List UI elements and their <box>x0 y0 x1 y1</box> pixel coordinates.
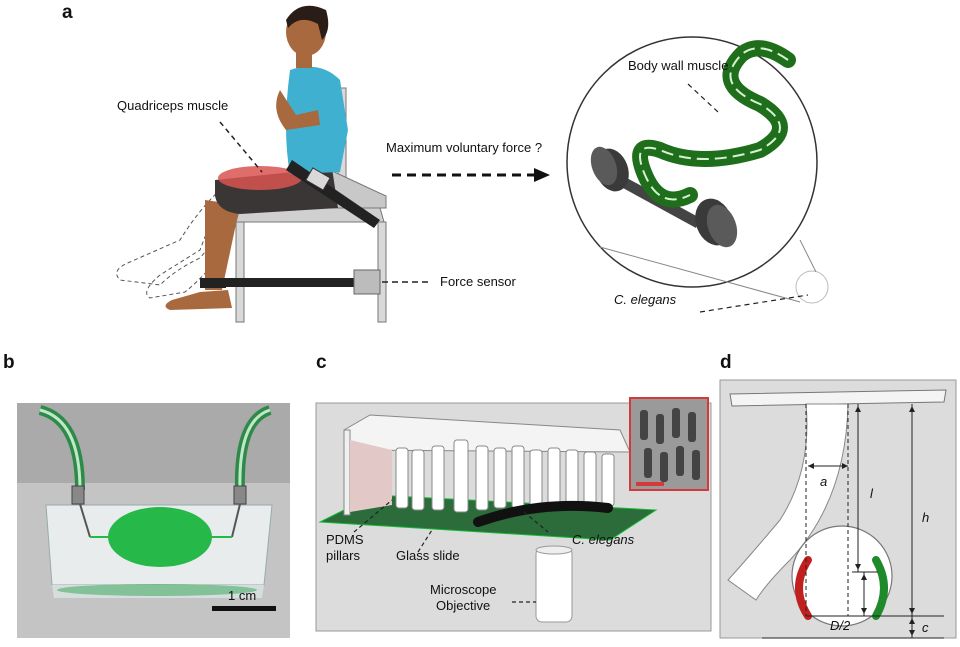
label-c-elegans-a: C. elegans <box>614 292 677 307</box>
force-sensor-box <box>353 269 381 295</box>
label-scale-1cm: 1 cm <box>228 588 257 603</box>
panel-letter-c: c <box>316 352 327 373</box>
label-a: a <box>820 474 828 489</box>
panel-letter-d: d <box>720 352 732 373</box>
label-quadriceps: Quadriceps muscle <box>117 98 229 113</box>
worm-cross-section <box>791 525 893 627</box>
label-l: l <box>870 486 873 501</box>
quadriceps-muscle <box>218 166 302 190</box>
dashed-leg-outline <box>116 179 241 299</box>
label-c-elegans-c: C. elegans <box>572 532 635 547</box>
seated-person <box>165 5 380 310</box>
label-microscope-1: Microscope <box>430 582 497 597</box>
worm-c <box>473 500 613 527</box>
scale-bar-b <box>212 606 276 611</box>
panel-letter-a: a <box>62 2 73 23</box>
label-pdms-1: PDMS <box>326 532 364 547</box>
label-body-wall: Body wall muscle <box>628 58 729 73</box>
label-microscope-2: Objective <box>436 598 491 613</box>
label-c: c <box>922 620 929 635</box>
bent-pillar <box>727 403 849 601</box>
sensor-bar <box>208 278 358 287</box>
label-d2: D/2 <box>830 618 851 633</box>
pdms-pillars <box>395 439 615 513</box>
label-h: h <box>922 510 930 525</box>
label-pdms-2: pillars <box>326 548 360 563</box>
panel-letter-b: b <box>3 352 15 373</box>
label-max-force: Maximum voluntary force ? <box>386 140 543 155</box>
microfluidic-chamber <box>108 507 212 567</box>
zoom-origin-circle <box>795 270 829 304</box>
label-glass-slide: Glass slide <box>396 548 460 563</box>
label-force-sensor: Force sensor <box>440 274 516 289</box>
